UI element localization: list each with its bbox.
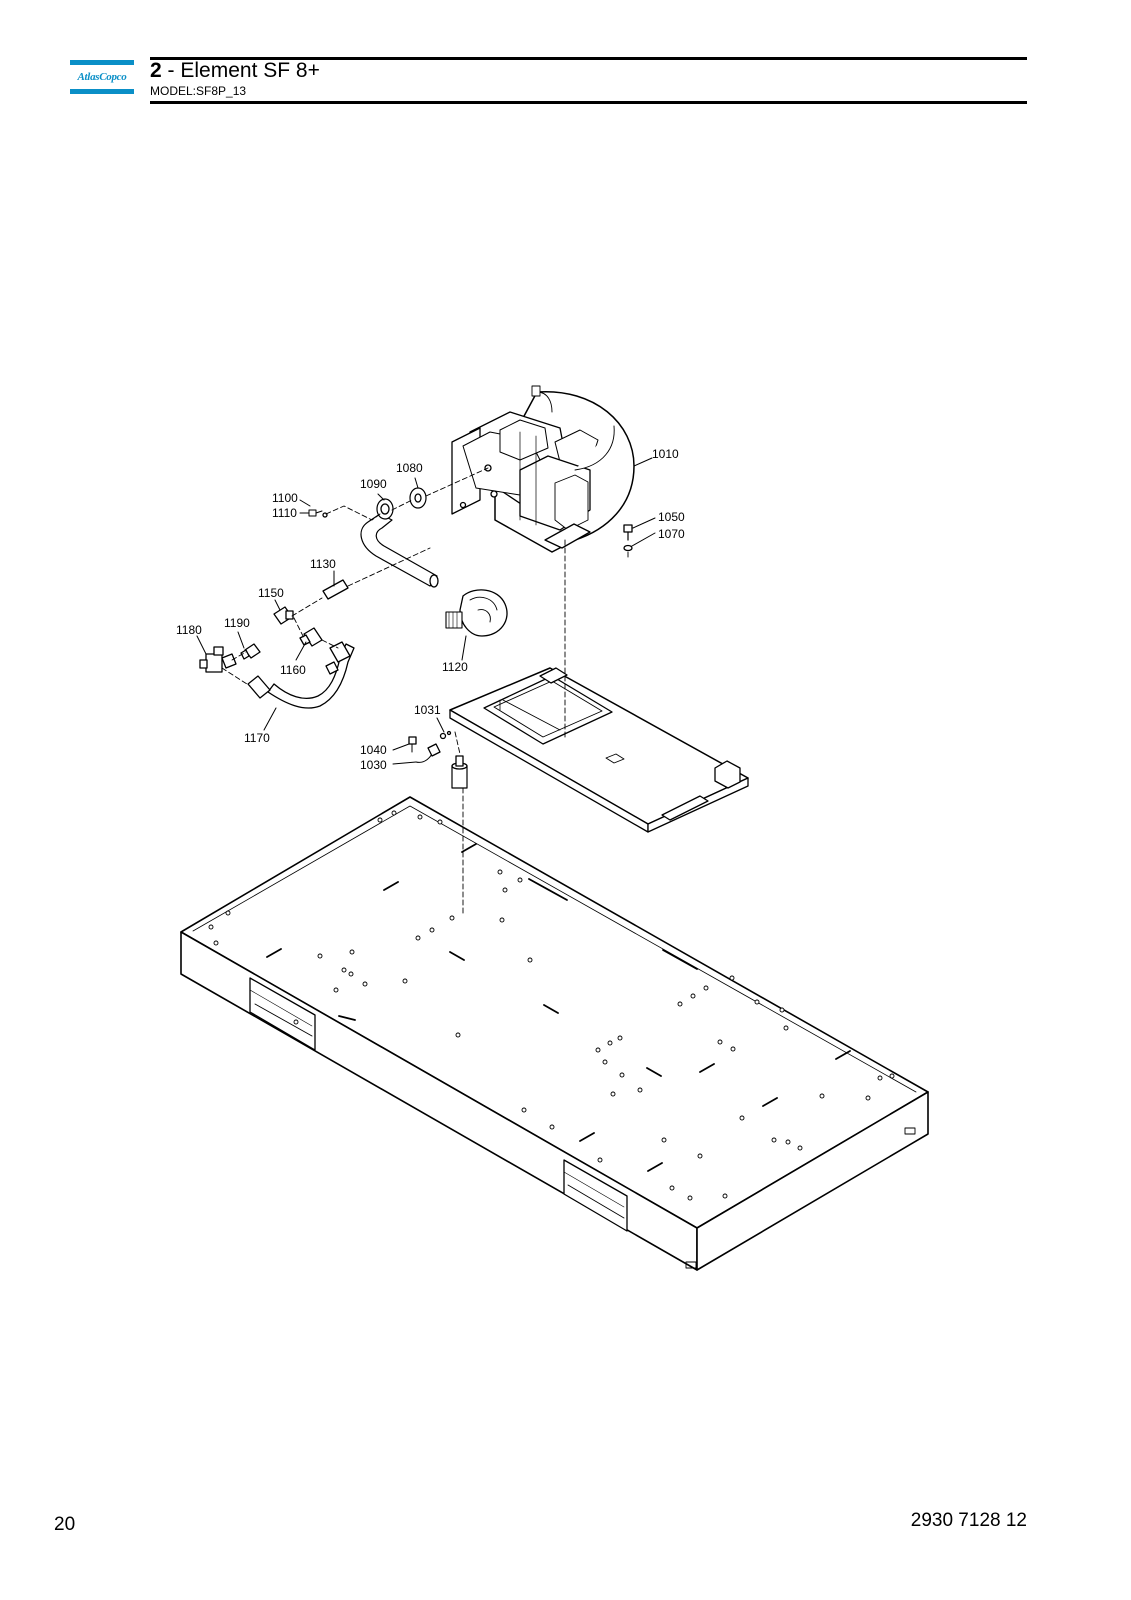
document-number: 2930 7128 12 xyxy=(910,1510,1027,1531)
logo-band-bottom xyxy=(70,89,134,94)
logo-band-top xyxy=(70,60,134,65)
bolt-1031 xyxy=(439,730,452,740)
pipe-1090 xyxy=(360,498,439,588)
callout-1170: 1170 xyxy=(244,731,270,745)
callout-1070: 1070 xyxy=(658,527,685,541)
base-frame xyxy=(180,796,929,1271)
callout-1010: 1010 xyxy=(652,447,679,461)
page-title: 2 - Element SF 8+ xyxy=(150,58,320,84)
sensor-1190 xyxy=(240,643,261,660)
gasket-1080 xyxy=(409,487,427,509)
mounting-plate xyxy=(449,667,749,833)
callout-1120: 1120 xyxy=(442,660,468,674)
leader-lines xyxy=(196,457,656,765)
header-rule-top xyxy=(150,57,1027,60)
antivibration-mount xyxy=(451,755,468,789)
elbow-1150 xyxy=(273,606,294,625)
bolt-1100 xyxy=(308,509,328,518)
compressor-element xyxy=(451,385,635,553)
section-title: Element SF 8+ xyxy=(180,59,320,82)
callout-labels: 1010 1080 1090 1100 1110 1050 1070 1130 … xyxy=(176,447,685,772)
bolt-1050 xyxy=(623,524,633,552)
section-number: 2 xyxy=(150,59,162,82)
nipple-1130 xyxy=(322,579,349,600)
header-rule-bottom xyxy=(150,101,1027,104)
filter-1120 xyxy=(445,589,508,637)
callout-1031: 1031 xyxy=(414,703,441,717)
callout-1160: 1160 xyxy=(280,663,306,677)
callout-1030: 1030 xyxy=(360,758,387,772)
hose-1170 xyxy=(247,641,355,709)
callout-1090: 1090 xyxy=(360,477,387,491)
callout-1040: 1040 xyxy=(360,743,387,757)
sensor-1030 xyxy=(408,736,441,763)
callout-1100: 1100 xyxy=(272,491,298,505)
assembly-lines xyxy=(221,467,629,916)
callout-1110: 1110 xyxy=(272,506,297,520)
title-separator: - xyxy=(161,59,181,82)
atlas-copco-logo: AtlasCopco xyxy=(70,60,134,94)
union-1160 xyxy=(299,627,323,647)
model-code: MODEL:SF8P_13 xyxy=(150,84,247,98)
page-number: 20 xyxy=(54,1514,76,1535)
logo-text: AtlasCopco xyxy=(77,71,127,83)
callout-1130: 1130 xyxy=(310,557,336,571)
callout-1150: 1150 xyxy=(258,586,284,600)
callout-1190: 1190 xyxy=(224,616,250,630)
valve-1180 xyxy=(199,646,237,673)
callout-1180: 1180 xyxy=(176,623,202,637)
callout-1080: 1080 xyxy=(396,461,423,475)
callout-1050: 1050 xyxy=(658,510,685,524)
